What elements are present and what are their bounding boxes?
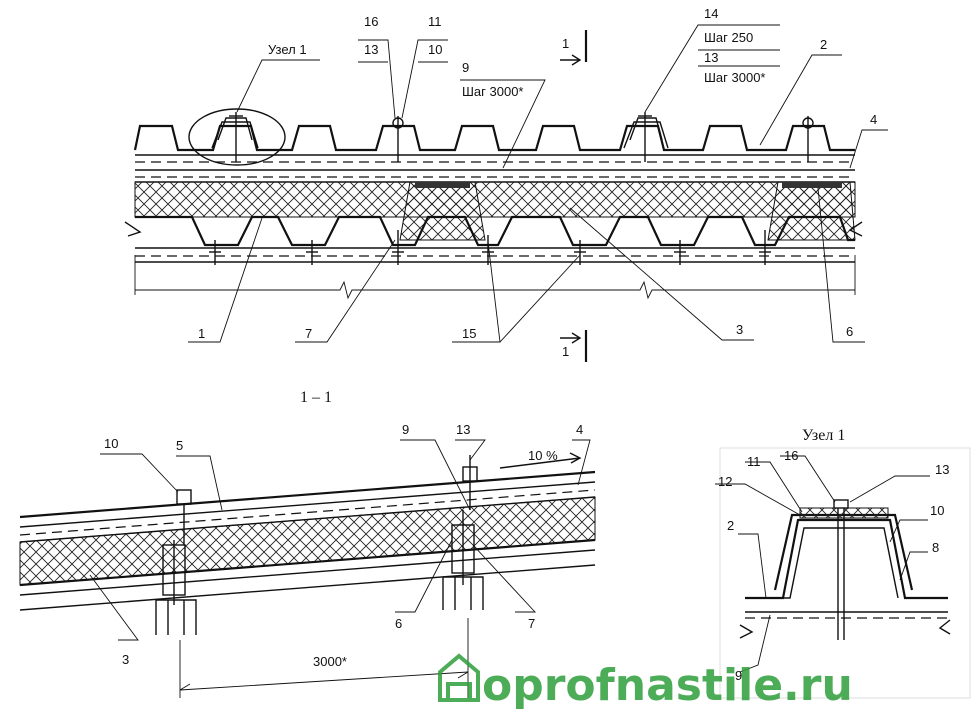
node-title: Узел 1 (802, 427, 845, 444)
callout-9: 9 (462, 60, 469, 75)
callout-13-a: 13 (364, 42, 378, 57)
section-callout-10: 10 (104, 436, 118, 451)
section-mark-top: 1 (562, 36, 569, 51)
node-1-callout: Узел 1 (268, 42, 307, 57)
node-callout-2: 2 (727, 518, 734, 533)
node-1-highlight (188, 108, 286, 166)
callout-2: 2 (820, 37, 827, 52)
section-callout-13: 13 (456, 422, 470, 437)
callout-14-step: Шаг 250 (704, 30, 753, 45)
section-callout-7: 7 (528, 616, 535, 631)
section-callout-9: 9 (402, 422, 409, 437)
node-callout-10: 10 (930, 503, 944, 518)
node-callout-11: 11 (747, 454, 761, 469)
house-icon (438, 653, 480, 702)
node-callout-13: 13 (935, 462, 949, 477)
callout-11: 11 (428, 14, 442, 29)
slope-label: 10 % (528, 448, 558, 463)
section-callout-4: 4 (576, 422, 583, 437)
node-callout-16: 16 (784, 448, 798, 463)
watermark-text: oprofnastile.ru (482, 660, 853, 711)
callout-10: 10 (428, 42, 442, 57)
callout-13-b: 13 (704, 50, 718, 65)
node-callout-12: 12 (718, 474, 732, 489)
callout-4: 4 (870, 112, 877, 127)
upper-profiled-sheet (133, 124, 855, 152)
section-callout-3: 3 (122, 652, 129, 667)
section-callout-5: 5 (176, 438, 183, 453)
top-view: 1 1 Узел 1 16 13 11 10 9 Шаг 3000* 14 Ша… (124, 6, 888, 362)
section-title: 1 – 1 (300, 389, 332, 406)
callout-14: 14 (704, 6, 718, 21)
section-callout-6: 6 (395, 616, 402, 631)
callout-3: 3 (736, 322, 743, 337)
callout-13-step: Шаг 3000* (704, 70, 765, 85)
insulation-layer (134, 181, 856, 218)
node-callout-9: 9 (735, 668, 742, 683)
section-view: 1 – 1 10 % 10 5 9 1 (19, 389, 596, 698)
callout-15: 15 (462, 326, 476, 341)
lower-profiled-sheet (135, 215, 855, 247)
callout-16: 16 (364, 14, 378, 29)
callout-9-step: Шаг 3000* (462, 84, 523, 99)
node-view: Узел 1 11 16 13 12 10 2 8 9 (715, 427, 971, 699)
callout-1: 1 (198, 326, 205, 341)
section-dimension: 3000* (313, 654, 347, 669)
callout-6: 6 (846, 324, 853, 339)
section-mark-bottom: 1 (562, 344, 569, 359)
node-callout-8: 8 (932, 540, 939, 555)
callout-7: 7 (305, 326, 312, 341)
watermark: oprofnastile.ru (438, 653, 853, 711)
